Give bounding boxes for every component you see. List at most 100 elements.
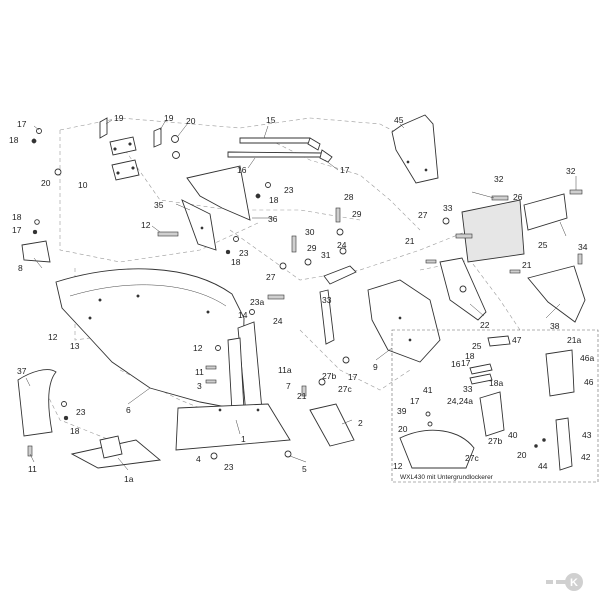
callout-27c: 27c xyxy=(338,384,352,394)
callout-47: 47 xyxy=(512,335,522,345)
brand-logo: K xyxy=(546,573,583,591)
callout-46a: 46a xyxy=(580,353,594,363)
plate-45 xyxy=(391,114,439,184)
callout-45: 45 xyxy=(394,115,404,125)
callout-29: 29 xyxy=(352,209,362,219)
callout-17: 17 xyxy=(348,372,358,382)
callout-39: 39 xyxy=(397,406,407,416)
callout-35: 35 xyxy=(154,200,164,210)
callout-23: 23 xyxy=(76,407,86,417)
callout-24-24a: 24,24a xyxy=(447,396,473,406)
callout-18a: 18a xyxy=(489,378,503,388)
callout-21: 21 xyxy=(297,391,307,401)
callout-10: 10 xyxy=(78,180,88,190)
callout-27: 27 xyxy=(418,210,428,220)
plate-36 xyxy=(186,165,251,221)
subsoiler-inset xyxy=(391,329,599,483)
callout-22: 22 xyxy=(480,320,490,330)
callout-42: 42 xyxy=(581,452,591,462)
callout-21: 21 xyxy=(405,236,415,246)
callout-17: 17 xyxy=(17,119,27,129)
callout-27: 27 xyxy=(266,272,276,282)
callout-24: 24 xyxy=(273,316,283,326)
callout-43: 43 xyxy=(582,430,592,440)
tip-38 xyxy=(527,265,586,323)
landside-9 xyxy=(367,279,441,363)
callout-12: 12 xyxy=(393,461,403,471)
callout-40: 40 xyxy=(508,430,518,440)
callout-13: 13 xyxy=(70,341,80,351)
share-1 xyxy=(175,403,291,451)
rod-16 xyxy=(227,149,333,163)
callout-6: 6 xyxy=(126,405,131,415)
callout-27b: 27b xyxy=(322,371,336,381)
callout-9: 9 xyxy=(373,362,378,372)
plate-35 xyxy=(181,199,217,251)
share-22 xyxy=(439,257,487,321)
fasteners-lower xyxy=(27,309,350,460)
link-31 xyxy=(319,265,357,345)
callout-18: 18 xyxy=(12,212,22,222)
callout-15: 15 xyxy=(266,115,276,125)
callout-24: 24 xyxy=(337,240,347,250)
callout-14: 14 xyxy=(238,310,248,320)
callout-4: 4 xyxy=(196,454,201,464)
callout-20: 20 xyxy=(186,116,196,126)
callout-33: 33 xyxy=(443,203,453,213)
bolts-right xyxy=(425,189,583,274)
callout-17: 17 xyxy=(461,358,471,368)
plate-25 xyxy=(461,199,525,263)
rod-15 xyxy=(239,137,321,151)
callout-23: 23 xyxy=(284,185,294,195)
callout-18: 18 xyxy=(9,135,19,145)
callout-8: 8 xyxy=(18,263,23,273)
callout-18: 18 xyxy=(465,351,475,361)
callout-12: 12 xyxy=(141,220,151,230)
callout-19: 19 xyxy=(164,113,174,123)
callout-12: 12 xyxy=(193,343,203,353)
mouldboard-6 xyxy=(55,268,245,411)
callout-18: 18 xyxy=(231,257,241,267)
bracket-8 xyxy=(21,219,51,263)
callout-46: 46 xyxy=(584,377,594,387)
callout-labels: 17 18 19 19 20 20 10 15 16 17 45 23 18 3… xyxy=(9,113,594,484)
callout-21a: 21a xyxy=(567,335,581,345)
plate-26 xyxy=(523,193,568,231)
callout-29: 29 xyxy=(307,243,317,253)
callout-23: 23 xyxy=(224,462,234,472)
callout-37: 37 xyxy=(17,366,27,376)
callout-7: 7 xyxy=(286,381,291,391)
callout-27b: 27b xyxy=(488,436,502,446)
callout-18: 18 xyxy=(70,426,80,436)
washers-top-left xyxy=(31,128,180,176)
callout-21: 21 xyxy=(522,260,532,270)
callout-25: 25 xyxy=(538,240,548,250)
callout-38: 38 xyxy=(550,321,560,331)
callout-20: 20 xyxy=(398,424,408,434)
bolts-mid xyxy=(157,182,347,300)
callout-20: 20 xyxy=(41,178,51,188)
callout-1: 1 xyxy=(241,434,246,444)
callout-17: 17 xyxy=(410,396,420,406)
callout-28: 28 xyxy=(344,192,354,202)
callout-33: 33 xyxy=(322,295,332,305)
callout-1a: 1a xyxy=(124,474,134,484)
callout-44: 44 xyxy=(538,461,548,471)
callout-33: 33 xyxy=(463,384,473,394)
callout-11: 11 xyxy=(28,464,37,474)
callout-31: 31 xyxy=(321,250,331,260)
callout-41: 41 xyxy=(423,385,433,395)
callout-27c: 27c xyxy=(465,453,479,463)
callout-20: 20 xyxy=(517,450,527,460)
callout-5: 5 xyxy=(302,464,307,474)
share-1a xyxy=(70,435,162,469)
callout-32: 32 xyxy=(494,174,504,184)
brand-logo-letter: K xyxy=(570,577,578,589)
callout-25: 25 xyxy=(472,341,482,351)
callout-23: 23 xyxy=(239,248,249,258)
callout-11: 11 xyxy=(195,367,204,377)
callout-36: 36 xyxy=(268,214,278,224)
callout-18: 18 xyxy=(269,195,279,205)
inset-caption: WXL430 mit Untergrundlockerer xyxy=(400,474,494,481)
callout-16: 16 xyxy=(237,165,247,175)
